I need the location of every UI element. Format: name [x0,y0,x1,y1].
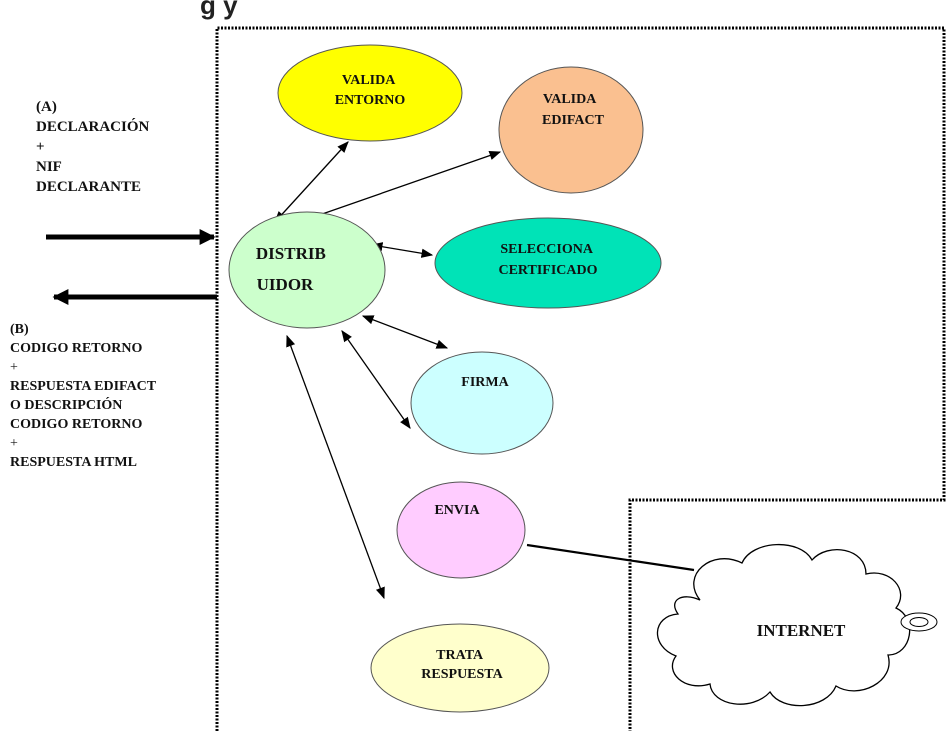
node-valida-edifact-line2: EDIFACT [542,113,605,128]
node-valida-entorno-shape [277,44,463,142]
arrow-distribuidor-valida-entorno [274,141,349,223]
input-label: (A) [36,99,57,115]
input-line-declaracion: DECLARACIÓN [36,119,150,135]
node-valida-entorno-line1: VALIDA [342,73,396,88]
svg-text:FIRMA: FIRMA [461,375,509,390]
output-line-codigo-retorno-2: CODIGO RETORNO [10,417,143,432]
arrow-distribuidor-selecciona [370,242,434,258]
output-label: (B) [10,322,29,337]
svg-text:ENVIA: ENVIA [434,503,480,518]
node-envia: ENVIA [396,481,526,579]
output-line-respuesta-html: RESPUESTA HTML [10,455,137,470]
svg-text:VALIDA ENTORNO: VALIDA ENTORNO [335,73,406,108]
arrow-distribuidor-firma-2 [341,330,411,429]
input-message-text: (A) DECLARACIÓN + NIF DECLARANTE [36,97,149,197]
node-valida-entorno-line2: ENTORNO [335,93,406,108]
output-message-text: (B) CODIGO RETORNO + RESPUESTA EDIFACT O… [10,320,156,472]
node-distribuidor-line1: DISTRIB [256,244,326,263]
node-trata-respuesta-shape [370,623,550,713]
node-internet: INTERNET [656,543,938,707]
output-plus-2: + [10,436,18,451]
output-line-respuesta-edifact: RESPUESTA EDIFACT [10,379,157,394]
arrow-distribuidor-valida-edifact [303,151,502,221]
node-selecciona-certificado-shape [434,217,662,309]
node-distribuidor-shape [228,211,386,329]
node-selecciona-certificado: SELECCIONA CERTIFICADO [434,217,662,309]
node-valida-edifact-shape [498,66,644,194]
output-line-codigo-retorno: CODIGO RETORNO [10,341,143,356]
output-line-o-descripcion: O DESCRIPCIÓN [10,398,123,413]
output-plus-1: + [10,360,18,375]
node-distribuidor-line2: UIDOR [257,275,314,294]
svg-text:SELECCIONA CERTIFICADO: SELECCIONA CERTIFICADO [498,242,597,278]
node-firma-shape [410,351,554,455]
node-valida-edifact-line1: VALIDA [543,92,597,107]
svg-text:DISTRIB UIDOR: DISTRIB UIDOR [256,244,330,294]
node-envia-line1: ENVIA [434,503,480,518]
input-plus: + [36,139,45,155]
cloud-tail-ring-inner [909,617,929,627]
node-firma: FIRMA [410,351,554,455]
svg-text:VALIDA EDIFACT: VALIDA EDIFACT [542,92,605,128]
arrow-distribuidor-trata-respuesta [286,334,385,600]
system-boundary [215,26,946,731]
node-trata-respuesta: TRATA RESPUESTA [370,623,550,713]
node-distribuidor: DISTRIB UIDOR [228,211,386,329]
node-valida-edifact: VALIDA EDIFACT [498,66,644,194]
cloud-icon [656,543,911,707]
title-fragment: g y [200,0,238,20]
input-line-nif: NIF [36,159,62,175]
node-selecciona-line1: SELECCIONA [500,242,593,257]
arrow-distribuidor-firma-1 [361,315,449,349]
node-firma-line1: FIRMA [461,375,509,390]
node-selecciona-line2: CERTIFICADO [498,263,597,278]
node-trata-respuesta-line1: TRATA [436,648,484,663]
input-line-declarante: DECLARANTE [36,179,142,195]
svg-text:INTERNET: INTERNET [757,621,846,640]
node-internet-label: INTERNET [757,621,846,640]
node-valida-entorno: VALIDA ENTORNO [277,44,463,142]
line-envia-internet [526,543,695,572]
svg-text:TRATA RESPUESTA: TRATA RESPUESTA [421,648,503,682]
node-envia-shape [396,481,526,579]
node-trata-respuesta-line2: RESPUESTA [421,667,503,682]
